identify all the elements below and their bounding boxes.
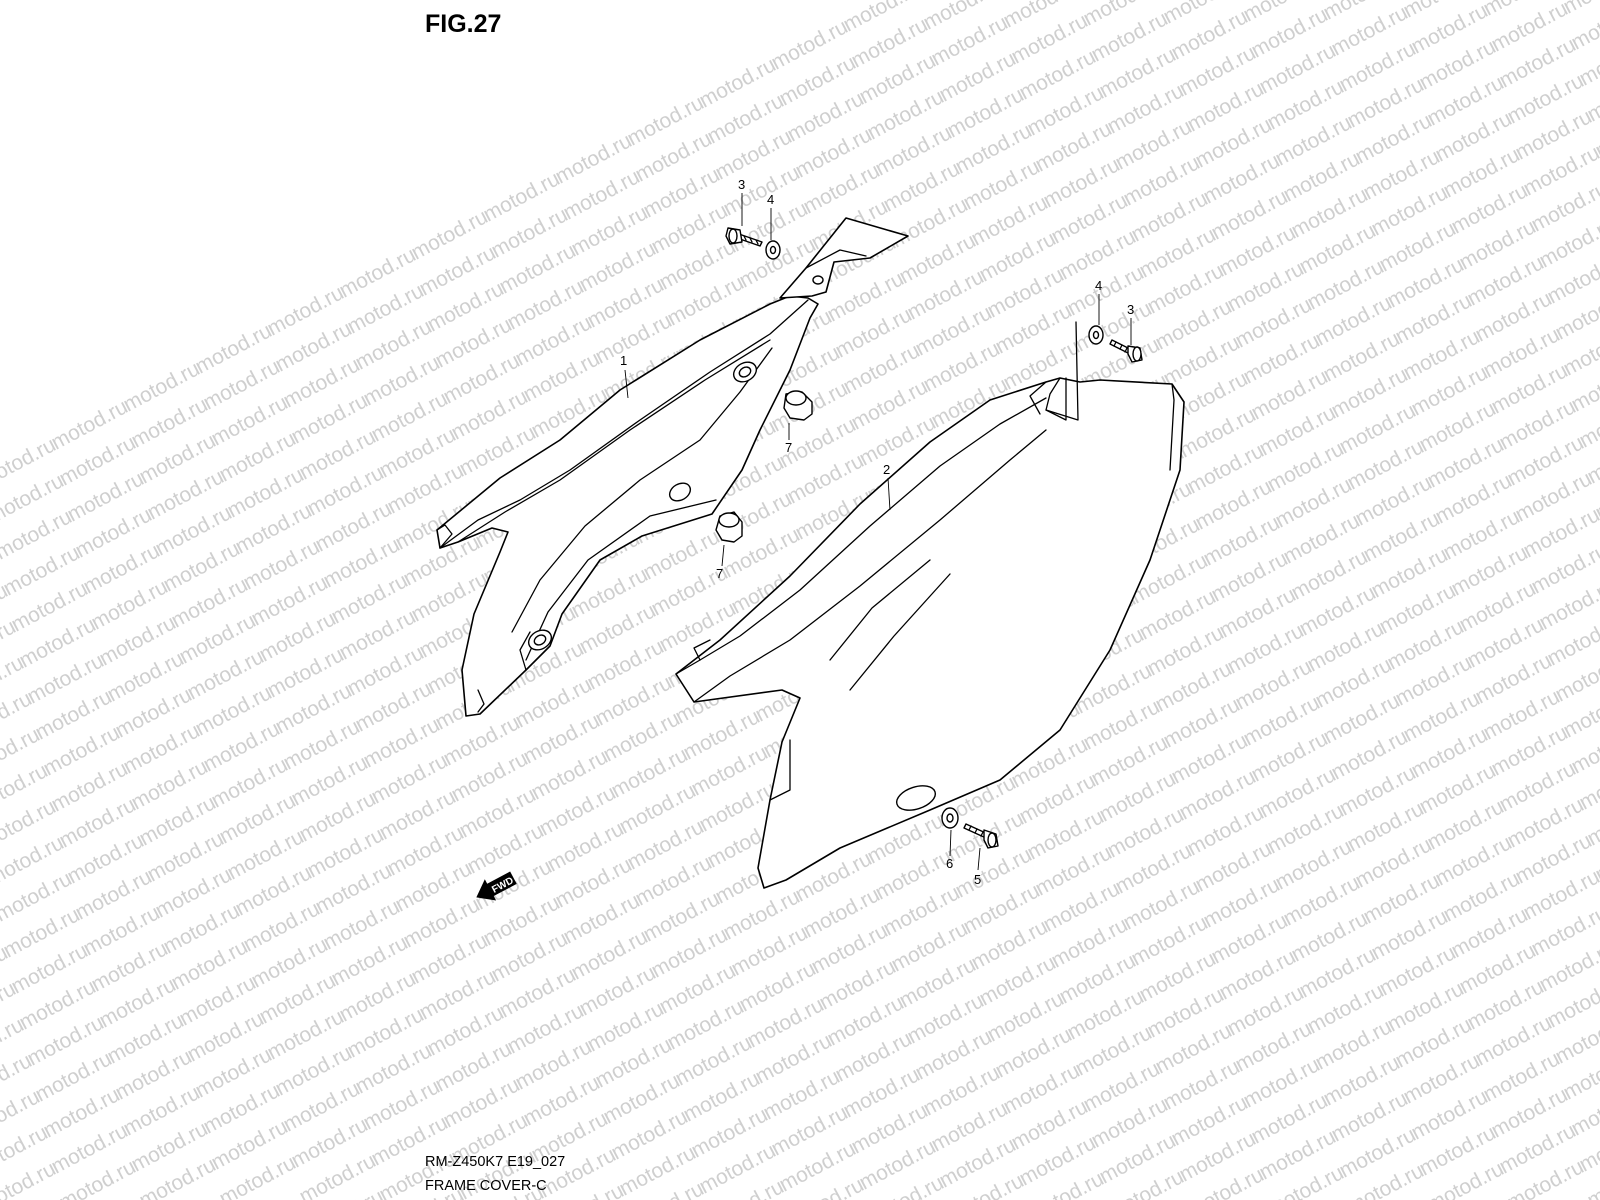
mount-bracket-line: [1045, 321, 1079, 421]
part-1-frame-cover-left: [436, 217, 909, 717]
bolt-3-upper-right: [1109, 339, 1143, 363]
callout-2: 2: [883, 462, 890, 477]
bolt-5-lower: [963, 823, 999, 849]
callout-7-upper: 7: [785, 440, 792, 455]
grommet-7-upper: [783, 390, 813, 421]
grommet-7-lower: [715, 511, 743, 543]
figure-code: RM-Z450K7 E19_027: [425, 1154, 565, 1170]
callout-6: 6: [946, 856, 953, 871]
bolt-3-upper-left: [725, 227, 763, 247]
callout-4-upper-right: 4: [1095, 278, 1102, 293]
callouts: 1 2 3 3 4 4 5 6 7 7: [620, 177, 1134, 887]
callout-4-upper-left: 4: [767, 192, 774, 207]
leader-lines: [624, 193, 1132, 871]
callout-1: 1: [620, 353, 627, 368]
washer-4-upper-right: [1088, 325, 1104, 345]
callout-7-lower: 7: [716, 566, 723, 581]
washer-6-lower: [941, 807, 959, 829]
callout-3-upper-right: 3: [1127, 302, 1134, 317]
callout-5: 5: [974, 872, 981, 887]
callout-3-upper-left: 3: [738, 177, 745, 192]
washer-4-upper-left: [765, 240, 781, 260]
figure-caption: FRAME COVER-C: [425, 1178, 547, 1194]
figure-title: FIG.27: [425, 10, 501, 38]
